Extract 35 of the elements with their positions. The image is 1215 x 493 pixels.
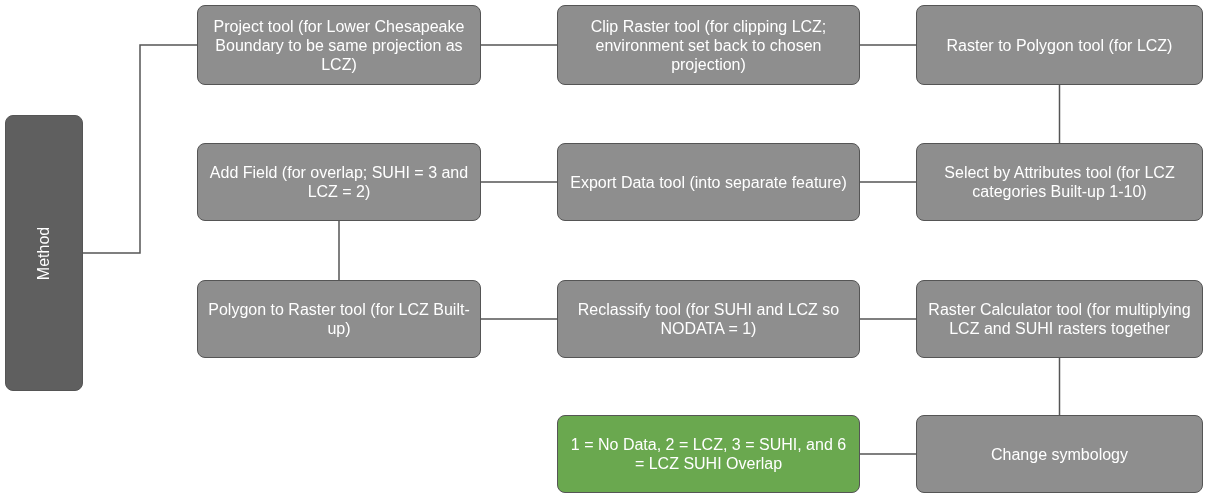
connector-line	[480, 44, 558, 46]
connector-line	[859, 318, 917, 320]
process-box	[557, 143, 860, 221]
node-text: Select by Attributes tool (for LCZ categories Built-up 1-10)	[943, 163, 1176, 201]
node-text: Project tool (for Lower Chesapeake Boundary to be same projection as LCZ)	[212, 16, 466, 74]
node-text: Method	[34, 226, 54, 280]
connector-line	[82, 44, 198, 254]
result-box	[557, 415, 860, 493]
connector-line	[859, 181, 917, 183]
process-box	[197, 5, 481, 85]
process-box	[197, 143, 481, 221]
node-text: Raster Calculator tool (for multiplying LCZ and SUHI rasters together	[927, 300, 1192, 338]
process-box	[916, 415, 1203, 493]
connector-line	[1058, 357, 1061, 416]
node-text: Polygon to Raster tool (for LCZ Built-up)	[208, 300, 470, 338]
node-text: Export Data tool (into separate feature)	[570, 172, 847, 192]
node-text: Add Field (for overlap; SUHI = 3 and LCZ = 2)	[208, 163, 470, 201]
node-text: 1 = No Data, 2 = LCZ, 3 = SUHI, and 6 = LCZ SUHI Overlap	[569, 435, 848, 473]
node-text: Change symbology	[991, 444, 1128, 464]
connector-line	[480, 181, 558, 183]
connector-line	[1058, 84, 1061, 144]
connector-line	[859, 44, 917, 46]
connector-line	[338, 220, 340, 281]
node-text: Raster to Polygon tool (for LCZ)	[946, 35, 1173, 55]
process-box	[916, 280, 1203, 358]
node-text: Reclassify tool (for SUHI and LCZ so NODATA = 1)	[576, 300, 841, 338]
stage-box	[5, 115, 83, 391]
process-box	[557, 5, 860, 85]
process-box	[197, 280, 481, 358]
process-box	[916, 5, 1203, 85]
process-box	[557, 280, 860, 358]
process-box	[916, 143, 1203, 221]
connector-line	[480, 318, 558, 320]
node-text: Clip Raster tool (for clipping LCZ; environment set back to chosen projection)	[589, 16, 828, 74]
connector-line	[859, 453, 917, 455]
